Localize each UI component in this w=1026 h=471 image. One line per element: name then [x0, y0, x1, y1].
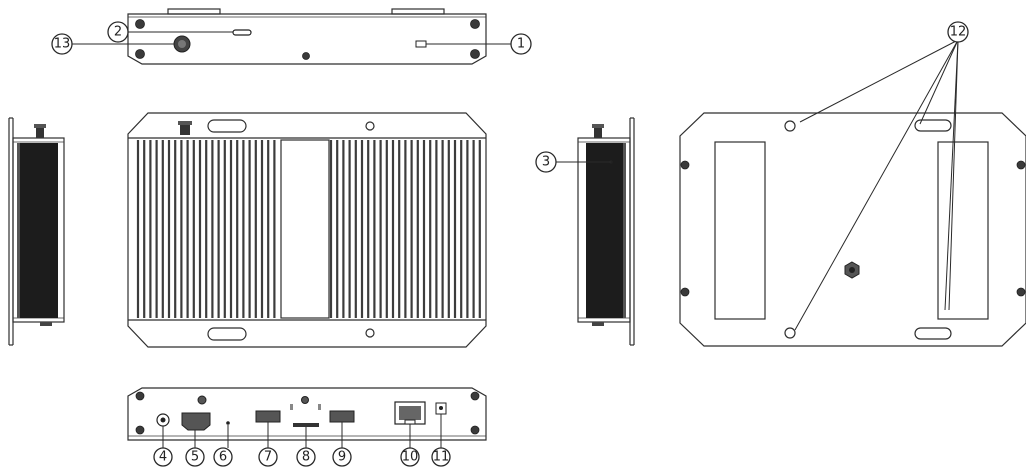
antenna-icon	[34, 124, 46, 138]
antenna-icon	[178, 121, 192, 135]
rear-io-view	[127, 387, 487, 441]
leader-lines	[72, 31, 959, 448]
usb-port-icon	[255, 410, 281, 423]
callout-9: 9	[332, 447, 352, 467]
callout-9-label: 9	[338, 450, 346, 465]
callout-5-label: 5	[191, 450, 199, 465]
heatsink-fins	[136, 140, 481, 318]
callout-13-label: 13	[54, 37, 71, 52]
callout-7-label: 7	[264, 450, 272, 465]
callout-10: 10	[400, 447, 420, 467]
callout-4: 4	[153, 447, 173, 467]
callout-2-label: 2	[114, 25, 122, 40]
main-front-view	[127, 112, 487, 348]
callout-6: 6	[213, 447, 233, 467]
callout-11: 11	[431, 447, 451, 467]
callout-3-label: 3	[542, 155, 550, 170]
bottom-mounting-view	[679, 112, 1026, 347]
callout-4-label: 4	[159, 450, 167, 465]
callout-8-label: 8	[302, 450, 310, 465]
callout-3: 3	[535, 151, 557, 173]
top-view	[127, 8, 487, 65]
callout-12-label: 12	[950, 25, 967, 40]
right-side-view	[577, 117, 635, 346]
callout-1: 1	[510, 33, 532, 55]
power-button-icon	[173, 35, 191, 53]
button-icon	[435, 402, 447, 415]
callout-6-label: 6	[219, 450, 227, 465]
callout-8: 8	[296, 447, 316, 467]
callout-11-label: 11	[433, 450, 450, 465]
hdmi-port-icon	[181, 412, 211, 431]
center-screw-icon	[844, 261, 860, 279]
callout-2: 2	[107, 21, 129, 43]
callout-7: 7	[258, 447, 278, 467]
led-icon	[415, 40, 427, 48]
left-side-view	[8, 117, 65, 346]
callout-1-label: 1	[517, 37, 525, 52]
sd-slot-icon	[290, 404, 321, 427]
callout-5: 5	[185, 447, 205, 467]
ethernet-port-icon	[394, 401, 426, 425]
callout-10-label: 10	[402, 450, 419, 465]
callout-12: 12	[947, 21, 969, 43]
antenna-icon	[592, 124, 604, 138]
usb-port-icon	[329, 410, 355, 423]
slot-icon	[232, 29, 252, 36]
callout-13: 13	[51, 33, 73, 55]
indicator-icon	[226, 421, 230, 425]
dc-jack-icon	[156, 413, 170, 427]
